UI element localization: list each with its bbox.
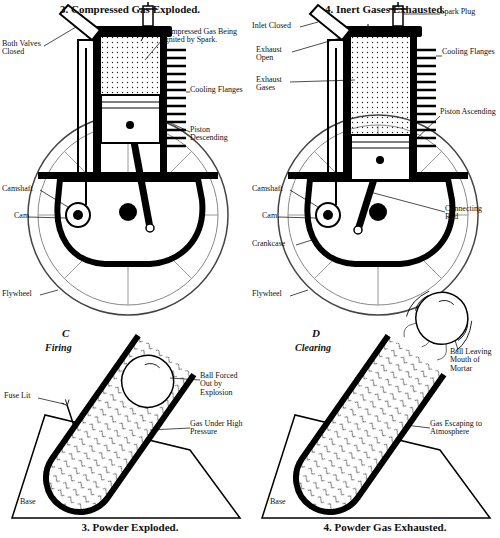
panel-caption: C <box>62 328 82 340</box>
part-label: Camshaft <box>252 185 302 193</box>
part-label: Base <box>20 498 50 506</box>
part-label: Cooling Flanges <box>190 86 248 94</box>
mortar-firing <box>13 322 194 525</box>
part-label: Piston Descending <box>190 126 248 143</box>
part-label: Spark Plug <box>440 8 498 16</box>
part-label: Fuse Lit <box>4 392 44 400</box>
gudgeon-pin <box>126 121 134 129</box>
panel-caption: Clearing <box>295 343 355 354</box>
panel-caption: Firing <box>45 343 105 354</box>
spark <box>139 30 145 41</box>
mortar-tube <box>33 336 194 526</box>
leader-lines <box>38 378 200 430</box>
part-label: Compressed Gas Being Ignited by Spark. <box>162 28 248 45</box>
part-label: Exhaust Gases <box>256 76 296 93</box>
panel-caption: 3. Compressed Gas Exploded. <box>30 4 230 16</box>
part-label: Base <box>270 498 300 506</box>
leader-lines <box>28 14 445 296</box>
crank-pin <box>146 224 154 232</box>
piston-rings <box>101 102 160 108</box>
part-label: Cooling Flanges <box>442 48 498 56</box>
mortar-clearing <box>283 277 485 525</box>
part-label: Ball Leaving Mouth of Mortar <box>450 348 500 373</box>
gudgeon-pin <box>376 156 384 164</box>
panel-caption: 3. Powder Exploded. <box>30 522 230 534</box>
mortar-tube <box>283 336 444 526</box>
mortar-bore <box>283 336 444 526</box>
part-label: Cam <box>262 212 292 220</box>
panel-caption: 4. Powder Gas Exhausted. <box>280 522 490 534</box>
part-label: Piston Ascending <box>440 108 498 116</box>
part-label: Inlet Closed <box>252 22 307 30</box>
part-label: Gas Escaping to Atmosphere <box>430 420 496 437</box>
compressed-gas <box>101 37 160 95</box>
part-label: Cam <box>14 212 44 220</box>
part-label: Flywheel <box>252 290 302 298</box>
fuse-spark <box>62 397 71 406</box>
part-label: Connecting Rod <box>445 205 497 222</box>
piston <box>351 135 410 180</box>
gas-escape-marks <box>358 24 378 30</box>
escaping-gas <box>283 336 444 526</box>
part-label: Exhaust Open <box>256 46 296 63</box>
part-label: Gas Under High Pressure <box>190 420 248 437</box>
ball-shading <box>145 360 160 373</box>
crank-pin <box>354 226 362 234</box>
engine-right-moving-parts <box>351 24 410 234</box>
engine-left <box>28 2 228 315</box>
piston <box>101 95 160 143</box>
mortar-bore <box>33 336 194 526</box>
fuse <box>60 406 80 425</box>
exhaust-gas <box>351 37 410 135</box>
panel-caption: D <box>312 328 332 340</box>
ball-shading <box>439 296 454 309</box>
part-label: Ball Forced Out by Explosion <box>200 372 250 397</box>
powder-gas <box>33 336 194 526</box>
mortar-ball <box>406 282 478 354</box>
part-label: Flywheel <box>2 290 52 298</box>
part-label: Crankcase <box>252 240 302 248</box>
part-label: Both Valves Closed <box>2 40 50 57</box>
piston-rings <box>351 142 410 148</box>
part-label: Camshaft <box>2 185 52 193</box>
